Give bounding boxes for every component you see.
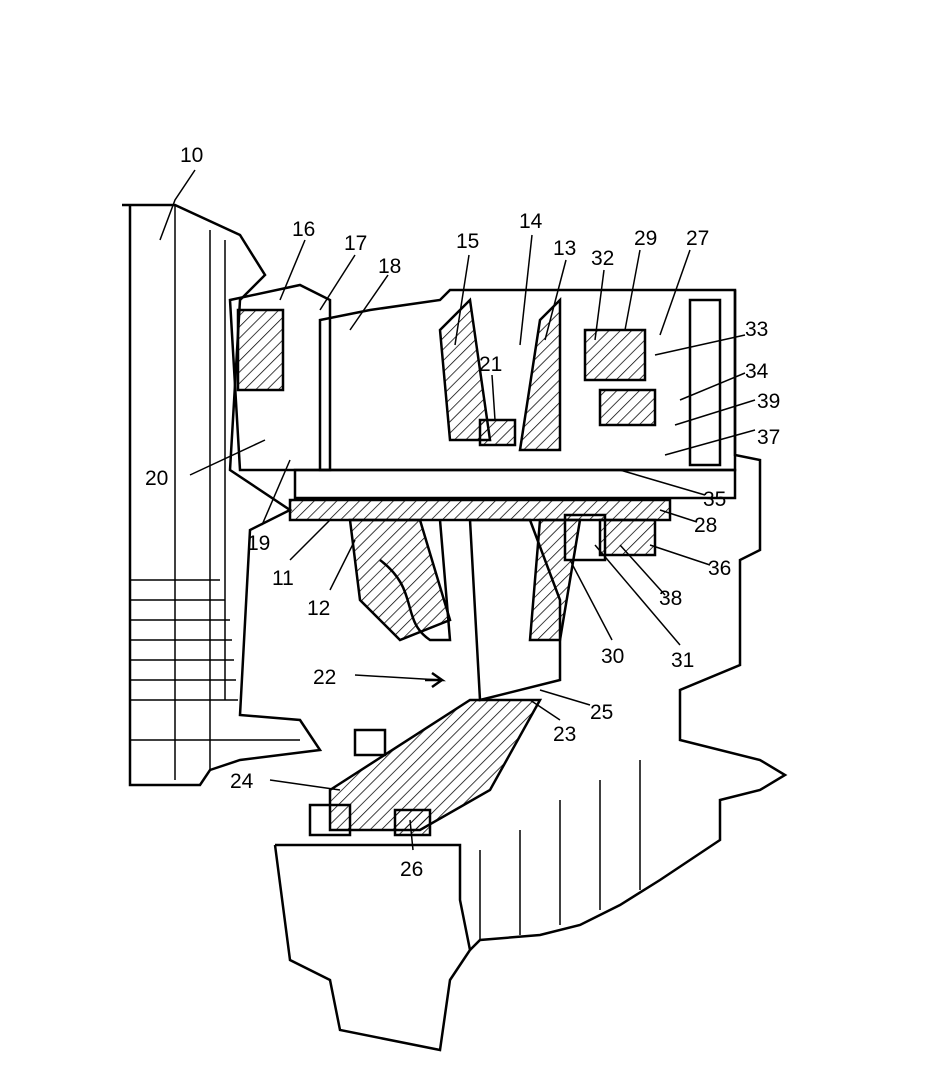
label-37: 37 — [757, 426, 780, 449]
label-17: 17 — [344, 232, 367, 255]
label-25: 25 — [590, 701, 613, 724]
label-27: 27 — [686, 227, 709, 250]
label-18: 18 — [378, 255, 401, 278]
label-36: 36 — [708, 557, 731, 580]
label-20: 20 — [145, 467, 168, 490]
label-22: 22 — [313, 666, 336, 689]
label-16: 16 — [292, 218, 315, 241]
label-24: 24 — [230, 770, 254, 793]
label-10: 10 — [180, 144, 203, 167]
label-14: 14 — [519, 210, 543, 233]
label-33: 33 — [745, 318, 768, 341]
label-15: 15 — [456, 230, 479, 253]
label-29: 29 — [634, 227, 657, 250]
label-26: 26 — [400, 858, 423, 881]
label-23: 23 — [553, 723, 576, 746]
label-35: 35 — [703, 488, 726, 511]
label-21: 21 — [479, 353, 502, 376]
label-12: 12 — [307, 597, 330, 620]
label-28: 28 — [694, 514, 717, 537]
label-30: 30 — [601, 645, 624, 668]
label-34: 34 — [745, 360, 769, 383]
label-11: 11 — [272, 567, 294, 590]
label-31: 31 — [671, 649, 694, 672]
arrow-22-icon — [425, 673, 442, 687]
label-19: 19 — [247, 532, 270, 555]
label-13: 13 — [553, 237, 576, 260]
upper-casing — [230, 285, 735, 470]
label-38: 38 — [659, 587, 682, 610]
label-39: 39 — [757, 390, 780, 413]
label-32: 32 — [591, 247, 614, 270]
